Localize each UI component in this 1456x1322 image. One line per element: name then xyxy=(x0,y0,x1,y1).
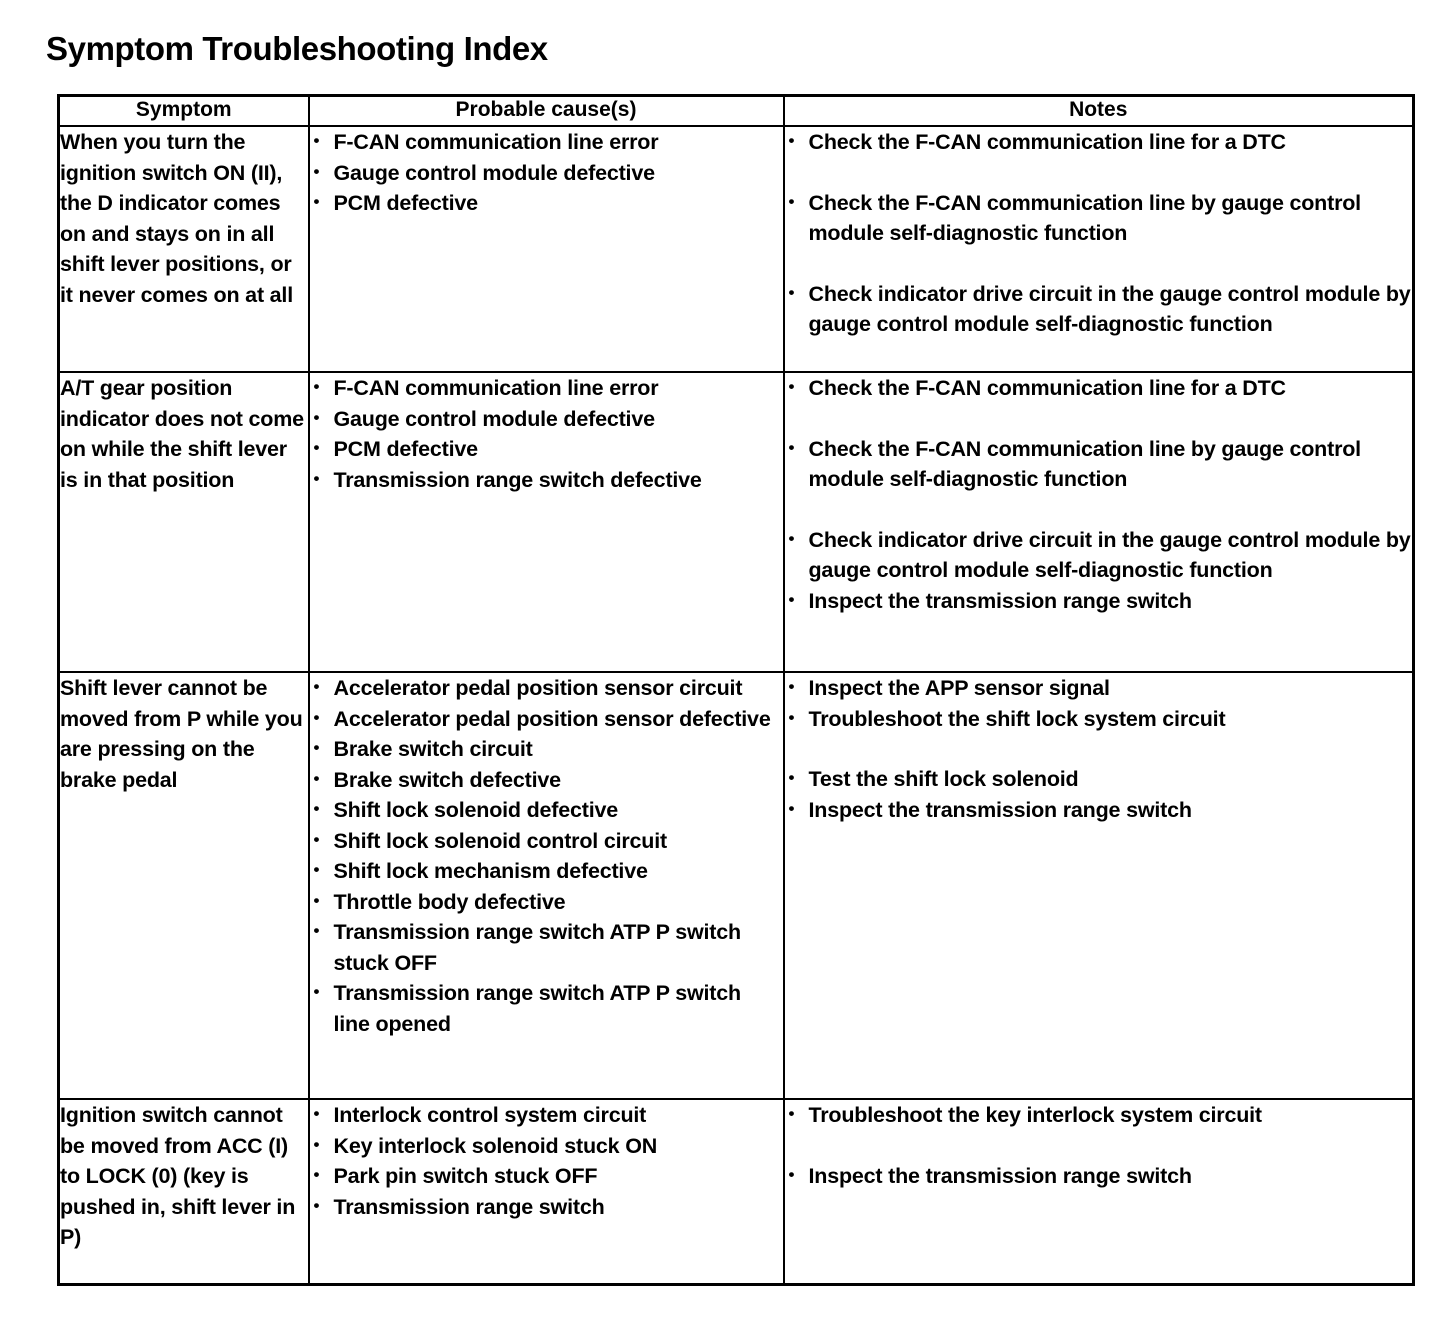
probable-cause-list: F-CAN communication line errorGauge cont… xyxy=(310,372,783,496)
notes-item: Test the shift lock solenoid xyxy=(785,763,1413,795)
notes-item: Inspect the transmission range switch xyxy=(785,585,1413,617)
notes-cell: Check the F-CAN communication line for a… xyxy=(782,125,1415,373)
probable-cause-cell: Accelerator pedal position sensor circui… xyxy=(307,671,785,1100)
probable-cause-item: Accelerator pedal position sensor circui… xyxy=(310,672,783,704)
probable-cause-item: Shift lock solenoid control circuit xyxy=(310,825,783,857)
table-row: A/T gear position indicator does not com… xyxy=(57,371,1415,673)
probable-cause-list: Accelerator pedal position sensor circui… xyxy=(310,672,783,1039)
probable-cause-item: Transmission range switch defective xyxy=(310,464,783,496)
notes-list: Troubleshoot the key interlock system ci… xyxy=(785,1099,1413,1192)
notes-list: Inspect the APP sensor signalTroubleshoo… xyxy=(785,672,1413,826)
symptom-cell: A/T gear position indicator does not com… xyxy=(57,371,310,673)
probable-cause-item: Park pin switch stuck OFF xyxy=(310,1160,783,1192)
symptom-text: When you turn the ignition switch ON (II… xyxy=(60,130,293,307)
probable-cause-cell: F-CAN communication line errorGauge cont… xyxy=(307,125,785,373)
probable-cause-item: Brake switch circuit xyxy=(310,733,783,765)
notes-cell: Troubleshoot the key interlock system ci… xyxy=(782,1098,1415,1286)
notes-item: Inspect the transmission range switch xyxy=(785,1160,1413,1192)
symptom-troubleshooting-table-wrapper: Symptom Probable cause(s) Notes When you… xyxy=(57,94,1415,1286)
probable-cause-item: Transmission range switch xyxy=(310,1191,783,1223)
notes-item: Check indicator drive circuit in the gau… xyxy=(785,524,1413,586)
table-body: When you turn the ignition switch ON (II… xyxy=(57,125,1415,1286)
notes-cell: Inspect the APP sensor signalTroubleshoo… xyxy=(782,671,1415,1100)
probable-cause-item: PCM defective xyxy=(310,433,783,465)
symptom-text: A/T gear position indicator does not com… xyxy=(60,376,304,492)
probable-cause-item: Accelerator pedal position sensor defect… xyxy=(310,703,783,735)
column-header-symptom: Symptom xyxy=(57,94,310,127)
symptom-cell: Shift lever cannot be moved from P while… xyxy=(57,671,310,1100)
symptom-text: Ignition switch cannot be moved from ACC… xyxy=(60,1103,296,1249)
notes-list: Check the F-CAN communication line for a… xyxy=(785,126,1413,340)
probable-cause-item: PCM defective xyxy=(310,187,783,219)
column-header-probable-cause: Probable cause(s) xyxy=(307,94,785,127)
symptom-text: Shift lever cannot be moved from P while… xyxy=(60,676,303,792)
notes-item: Troubleshoot the key interlock system ci… xyxy=(785,1099,1413,1131)
symptom-troubleshooting-table: Symptom Probable cause(s) Notes When you… xyxy=(57,94,1415,1286)
table-row: When you turn the ignition switch ON (II… xyxy=(57,125,1415,373)
probable-cause-item: Brake switch defective xyxy=(310,764,783,796)
notes-list: Check the F-CAN communication line for a… xyxy=(785,372,1413,617)
page-title: Symptom Troubleshooting Index xyxy=(46,30,548,68)
probable-cause-list: F-CAN communication line errorGauge cont… xyxy=(310,126,783,219)
probable-cause-item: Throttle body defective xyxy=(310,886,783,918)
notes-item: Check the F-CAN communication line for a… xyxy=(785,126,1413,158)
notes-item: Inspect the transmission range switch xyxy=(785,794,1413,826)
probable-cause-item: Interlock control system circuit xyxy=(310,1099,783,1131)
table-row: Ignition switch cannot be moved from ACC… xyxy=(57,1098,1415,1286)
symptom-cell: Ignition switch cannot be moved from ACC… xyxy=(57,1098,310,1286)
notes-item: Check the F-CAN communication line by ga… xyxy=(785,433,1413,495)
probable-cause-item: Gauge control module defective xyxy=(310,157,783,189)
probable-cause-item: Shift lock solenoid defective xyxy=(310,794,783,826)
probable-cause-cell: F-CAN communication line errorGauge cont… xyxy=(307,371,785,673)
notes-item: Check the F-CAN communication line by ga… xyxy=(785,187,1413,249)
table-row: Shift lever cannot be moved from P while… xyxy=(57,671,1415,1100)
probable-cause-item: F-CAN communication line error xyxy=(310,372,783,404)
table-header: Symptom Probable cause(s) Notes xyxy=(57,94,1415,127)
symptom-cell: When you turn the ignition switch ON (II… xyxy=(57,125,310,373)
probable-cause-item: Transmission range switch ATP P switch l… xyxy=(310,977,783,1039)
notes-cell: Check the F-CAN communication line for a… xyxy=(782,371,1415,673)
probable-cause-cell: Interlock control system circuitKey inte… xyxy=(307,1098,785,1286)
column-header-notes: Notes xyxy=(782,94,1415,127)
probable-cause-item: Transmission range switch ATP P switch s… xyxy=(310,916,783,978)
notes-item: Inspect the APP sensor signal xyxy=(785,672,1413,704)
probable-cause-item: Key interlock solenoid stuck ON xyxy=(310,1130,783,1162)
table-header-row: Symptom Probable cause(s) Notes xyxy=(57,94,1415,127)
probable-cause-item: F-CAN communication line error xyxy=(310,126,783,158)
notes-item: Check the F-CAN communication line for a… xyxy=(785,372,1413,404)
probable-cause-item: Gauge control module defective xyxy=(310,403,783,435)
notes-item: Check indicator drive circuit in the gau… xyxy=(785,278,1413,340)
notes-item: Troubleshoot the shift lock system circu… xyxy=(785,703,1413,735)
probable-cause-list: Interlock control system circuitKey inte… xyxy=(310,1099,783,1223)
probable-cause-item: Shift lock mechanism defective xyxy=(310,855,783,887)
